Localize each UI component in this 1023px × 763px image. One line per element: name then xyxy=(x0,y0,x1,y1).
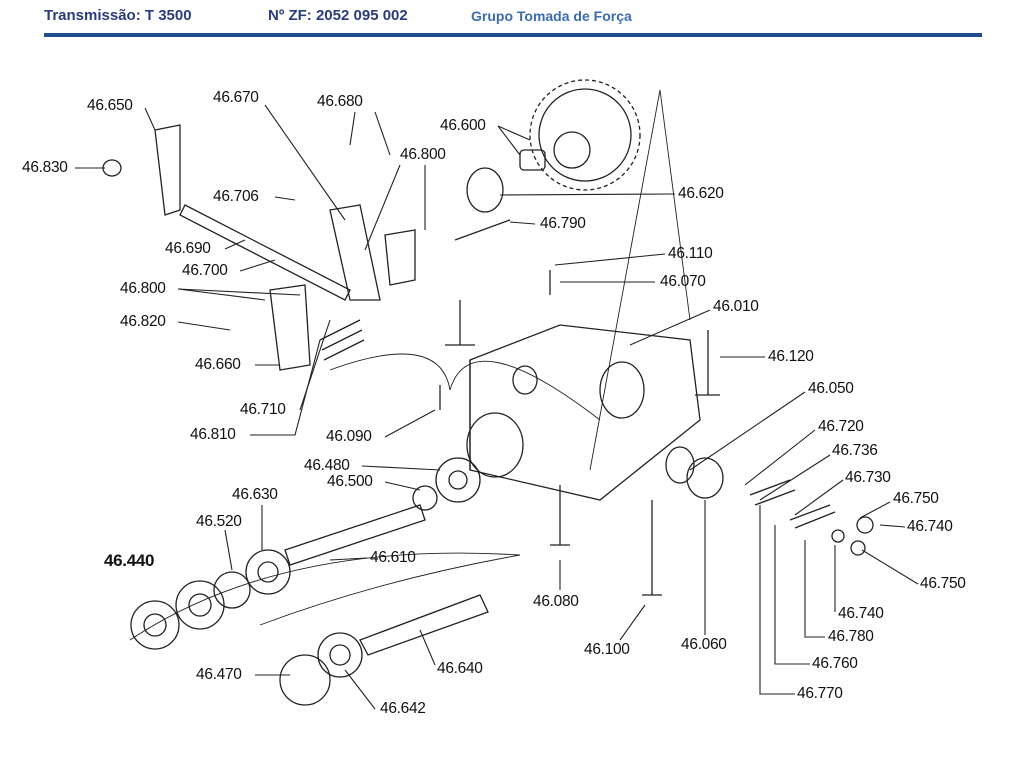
part-label-46-070: 46.070 xyxy=(660,273,706,290)
part-label-46-690: 46.690 xyxy=(165,240,211,257)
part-label-46-800: 46.800 xyxy=(400,146,446,163)
part-label-46-790: 46.790 xyxy=(540,215,586,232)
part-label-46-650: 46.650 xyxy=(87,97,133,114)
part-label-46-630: 46.630 xyxy=(232,486,278,503)
part-label-46-830: 46.830 xyxy=(22,159,68,176)
part-label-46-500: 46.500 xyxy=(327,473,373,490)
lever-shaft-drawing xyxy=(102,124,416,371)
part-label-46-440: 46.440 xyxy=(104,551,155,570)
part-label-46-740: 46.740 xyxy=(907,518,953,535)
part-label-46-050: 46.050 xyxy=(808,380,854,397)
part-label-46-480: 46.480 xyxy=(304,457,350,474)
transmission-title: Transmissão: T 3500 xyxy=(44,7,192,24)
part-label-46-700: 46.700 xyxy=(182,262,228,279)
part-label-46-800: 46.800 xyxy=(120,280,166,297)
part-label-46-470: 46.470 xyxy=(196,666,242,683)
header-rule xyxy=(44,33,982,37)
part-label-46-120: 46.120 xyxy=(768,348,814,365)
part-label-46-090: 46.090 xyxy=(326,428,372,445)
part-label-46-736: 46.736 xyxy=(832,442,878,459)
part-label-46-760: 46.760 xyxy=(812,655,858,672)
part-label-46-820: 46.820 xyxy=(120,313,166,330)
part-label-46-660: 46.660 xyxy=(195,356,241,373)
part-label-46-750: 46.750 xyxy=(893,490,939,507)
part-label-46-710: 46.710 xyxy=(240,401,286,418)
gear-drawing xyxy=(466,79,641,213)
leader-lines xyxy=(75,89,919,710)
zf-number: Nº ZF: 2052 095 002 xyxy=(268,7,408,24)
group-title: Grupo Tomada de Força xyxy=(471,8,632,24)
part-label-46-110: 46.110 xyxy=(668,245,713,262)
part-label-46-770: 46.770 xyxy=(797,685,843,702)
housing-drawing xyxy=(466,324,701,501)
part-label-46-680: 46.680 xyxy=(317,93,363,110)
part-label-46-720: 46.720 xyxy=(818,418,864,435)
part-label-46-100: 46.100 xyxy=(584,641,630,658)
part-label-46-780: 46.780 xyxy=(828,628,874,645)
shafts-bearings-drawing xyxy=(130,219,874,706)
part-label-46-750: 46.750 xyxy=(920,575,966,592)
part-label-46-520: 46.520 xyxy=(196,513,242,530)
part-label-46-740: 46.740 xyxy=(838,605,884,622)
part-label-46-670: 46.670 xyxy=(213,89,259,106)
part-label-46-810: 46.810 xyxy=(190,426,236,443)
part-label-46-010: 46.010 xyxy=(713,298,759,315)
part-label-46-640: 46.640 xyxy=(437,660,483,677)
part-label-46-620: 46.620 xyxy=(678,185,724,202)
part-label-46-080: 46.080 xyxy=(533,593,579,610)
part-label-46-610: 46.610 xyxy=(370,549,416,566)
part-label-46-600: 46.600 xyxy=(440,117,486,134)
part-label-46-060: 46.060 xyxy=(681,636,727,653)
part-label-46-730: 46.730 xyxy=(845,469,891,486)
part-label-46-706: 46.706 xyxy=(213,188,259,205)
part-label-46-642: 46.642 xyxy=(380,700,426,717)
